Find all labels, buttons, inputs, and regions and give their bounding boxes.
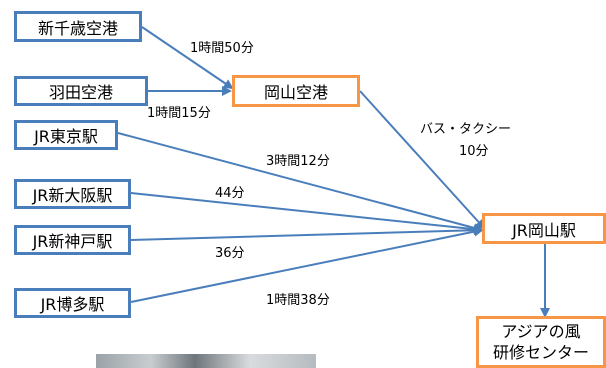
label-new-chitose-time: 1時間50分 [190,41,254,56]
label-haneda-time: 1時間15分 [147,106,211,121]
node-jr-okayama: JR岡山駅 [482,213,606,244]
arrow-okayama-airport-to-jr-okayama [359,90,486,230]
center-name-line2: 研修センター [492,343,589,362]
node-training-center: アジアの風 研修センター [476,316,606,368]
node-new-chitose-airport: 新千歳空港 [14,11,142,42]
node-jr-tokyo: JR東京駅 [14,120,118,150]
center-name-line1: アジアの風 [501,322,581,341]
node-okayama-airport: 岡山空港 [232,75,360,107]
node-haneda-airport: 羽田空港 [14,76,148,106]
label-bus-taxi: バス・タクシー [420,122,512,137]
arrow-jr-tokyo-to-jr-okayama [117,132,484,233]
label-hakata-time: 1時間38分 [266,293,330,308]
arrow-jr-hakata-to-jr-okayama [130,226,484,303]
node-jr-shin-osaka: JR新大阪駅 [14,179,131,209]
label-shin-osaka-time: 44分 [215,186,245,201]
arrow-jr-shin-kobe-to-jr-okayama [130,225,484,241]
arrow-jr-shin-osaka-to-jr-okayama [130,192,484,235]
label-bus-taxi-time: 10分 [459,144,489,159]
label-shin-kobe-time: 36分 [215,246,245,261]
arrow-new-chitose-to-okayama-airport [141,26,234,90]
node-jr-hakata: JR博多駅 [14,288,131,318]
label-tokyo-time: 3時間12分 [266,154,330,169]
node-jr-shin-kobe: JR新神戸駅 [14,225,131,255]
building-photo [96,354,316,368]
